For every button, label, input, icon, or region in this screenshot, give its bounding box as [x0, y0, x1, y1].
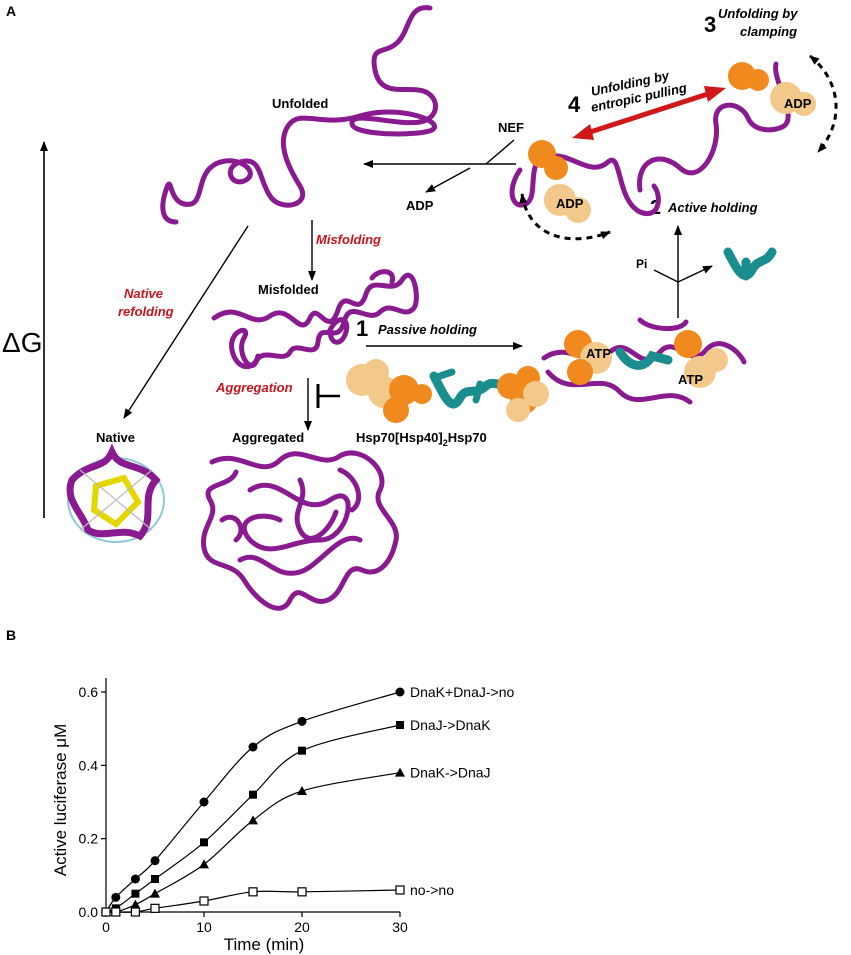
complex-label: Hsp70[Hsp40]2Hsp70 [356, 430, 487, 448]
atp-bound-complex [541, 317, 747, 405]
data-point [248, 887, 258, 897]
data-point [150, 856, 160, 866]
luciferase-chart: 0.0 0.2 0.4 0.6 0 10 20 30 DnaK+DnaJ->noDnaJ->… [51, 678, 515, 954]
unfolded-chain [160, 5, 438, 225]
data-point [248, 815, 258, 825]
pi-branch [653, 269, 679, 283]
data-point [130, 907, 140, 917]
process-aggregation-label: Aggregation [215, 380, 293, 395]
data-point [395, 767, 405, 777]
dashed-arrow-lower [519, 193, 611, 241]
data-point [248, 742, 258, 752]
data-point [111, 907, 121, 917]
panel-a-label: A [6, 3, 16, 19]
step-4-number: 4 [568, 92, 581, 117]
dashed-arrow-upper [809, 54, 838, 153]
data-point [151, 875, 159, 883]
data-point [249, 790, 257, 799]
state-native-label: Native [96, 430, 135, 445]
misfolded-chain [211, 269, 419, 369]
data-point [130, 899, 141, 909]
native-structure [66, 443, 165, 543]
step-3-label-1: Unfolding by [718, 6, 798, 21]
data-point [297, 786, 307, 795]
clamping-complex [637, 61, 816, 193]
atp-label-1: ATP [586, 346, 611, 361]
data-point [111, 892, 121, 902]
y-tick-label: 0.6 [79, 684, 99, 700]
series-label: DnaK->DnaJ [410, 765, 491, 781]
process-misfolding-label: Misfolding [316, 232, 381, 247]
data-point [199, 859, 209, 869]
series-label: DnaK+DnaJ->no [410, 684, 515, 700]
data-point [150, 903, 160, 913]
data-point [199, 797, 209, 807]
data-point [297, 716, 307, 726]
step-1-number: 1 [356, 316, 368, 341]
nef-label: NEF [498, 120, 524, 135]
x-axis-title: Time (min) [224, 935, 305, 954]
hsp70-hsp40-complex [346, 359, 549, 423]
adp-release-arrow [425, 167, 471, 193]
series-line [105, 691, 401, 913]
state-unfolded-label: Unfolded [272, 96, 328, 111]
data-point [131, 889, 140, 898]
series-label: DnaJ->DnaK [410, 717, 491, 733]
native-refolding-arrow [123, 225, 249, 419]
nef-branch [485, 139, 515, 165]
x-tick-label: 10 [196, 919, 212, 935]
data-point [199, 896, 209, 906]
released-hsp40 [723, 247, 777, 281]
step-2-label: Active holding [667, 200, 758, 215]
y-axis-title: Active luciferase μM [51, 724, 70, 876]
atp-label-2: ATP [678, 372, 703, 387]
adp-bound-complex [509, 140, 661, 223]
series-label: no->no [410, 882, 454, 898]
y-tick-label: 0.4 [79, 757, 99, 773]
data-point [101, 907, 111, 917]
x-tick-label: 30 [392, 919, 408, 935]
y-tick-label: 0.2 [79, 831, 99, 847]
data-point [200, 838, 208, 847]
adp-label-2: ADP [784, 96, 812, 111]
state-aggregated-label: Aggregated [232, 430, 304, 445]
pi-label: Pi [636, 257, 647, 271]
step-3-label-2: clamping [740, 24, 797, 39]
step-1-label: Passive holding [378, 322, 477, 337]
adp-label-1: ADP [556, 196, 584, 211]
delta-g-label: ΔG [2, 327, 42, 358]
x-tick-label: 20 [294, 919, 310, 935]
data-point [130, 874, 140, 884]
y-tick-label: 0.0 [79, 904, 99, 920]
panel-b-label: B [6, 627, 16, 643]
x-tick-label: 0 [102, 919, 110, 935]
adp-release-label: ADP [406, 198, 434, 213]
process-native-refolding-label-1: Native [124, 286, 163, 301]
process-native-refolding-label-2: refolding [118, 304, 174, 319]
step-3-number: 3 [704, 12, 716, 37]
data-point [150, 888, 160, 898]
aggregated-mass [201, 450, 399, 611]
entropic-pulling-arrow [572, 86, 726, 140]
data-point [395, 885, 405, 895]
hsp40-release-arrow [677, 265, 713, 283]
state-misfolded-label: Misfolded [258, 282, 319, 297]
data-point [395, 687, 405, 697]
data-point [297, 887, 307, 897]
data-point [396, 721, 404, 729]
data-point [298, 746, 306, 755]
